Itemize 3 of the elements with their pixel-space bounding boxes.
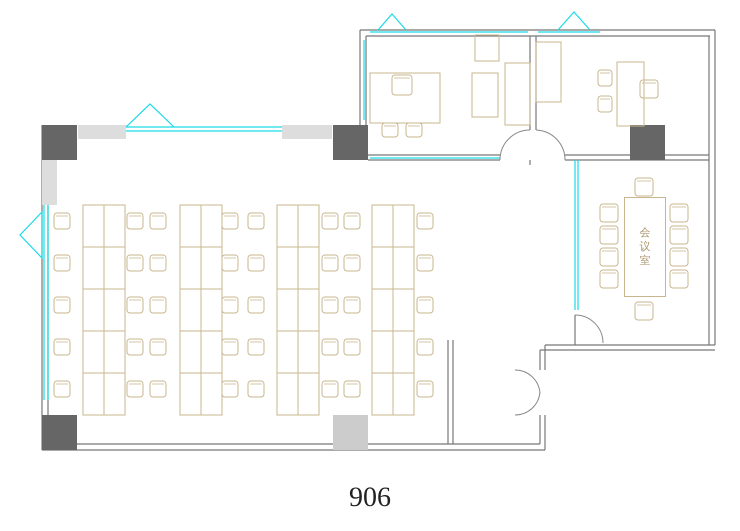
caption: 906	[348, 482, 392, 514]
room-label: 会议室	[639, 226, 651, 268]
conference-table	[624, 197, 666, 297]
